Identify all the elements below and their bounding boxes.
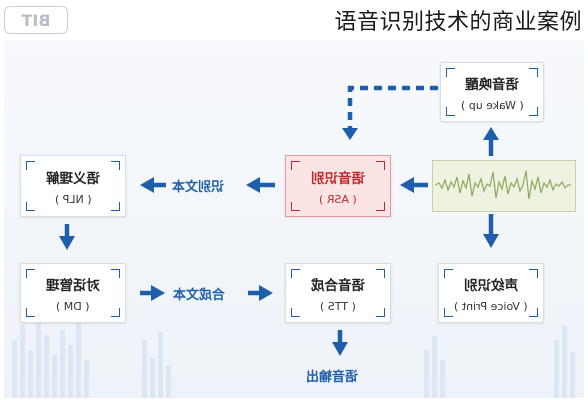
background-bars (12, 310, 575, 398)
node-dm: 对话管理 ( DM ) (20, 263, 126, 323)
node-dm-subtitle: ( DM ) (56, 299, 90, 313)
audio-waveform (432, 160, 576, 212)
node-voice-print: 声纹识别 ( Voice Print ) (438, 263, 544, 323)
node-tts: 语音合成 ( TTS ) (285, 263, 391, 323)
node-asr: 语音识别 ( ASR ) (285, 155, 391, 217)
waveform-icon (434, 170, 571, 200)
page-title: 语音识别技术的商业案例 (334, 10, 582, 35)
node-asr-subtitle: ( ASR ) (319, 192, 357, 206)
label-speech-output: 语音输出 (306, 370, 359, 385)
node-voice-print-title: 声纹识别 (464, 277, 518, 294)
label-synthesis-text: 合成文本 (173, 288, 226, 303)
label-recognized-text: 识别文本 (172, 180, 225, 195)
node-dm-title: 对话管理 (46, 277, 100, 294)
logo: BIT (4, 6, 68, 34)
node-tts-subtitle: ( TTS ) (320, 299, 356, 313)
node-voice-print-subtitle: ( Voice Print ) (454, 299, 528, 313)
node-tts-title: 语音合成 (311, 277, 365, 294)
node-nlp-subtitle: ( NLP ) (54, 192, 92, 206)
node-wake-up: 语音唤醒 ( Wake up ) (440, 62, 544, 122)
node-nlp: 语义理解 ( NLP ) (20, 155, 126, 217)
node-wake-up-title: 语音唤醒 (465, 76, 519, 93)
node-asr-title: 语音识别 (311, 170, 365, 187)
node-nlp-title: 语义理解 (46, 170, 100, 187)
node-wake-up-subtitle: ( Wake up ) (460, 98, 524, 112)
